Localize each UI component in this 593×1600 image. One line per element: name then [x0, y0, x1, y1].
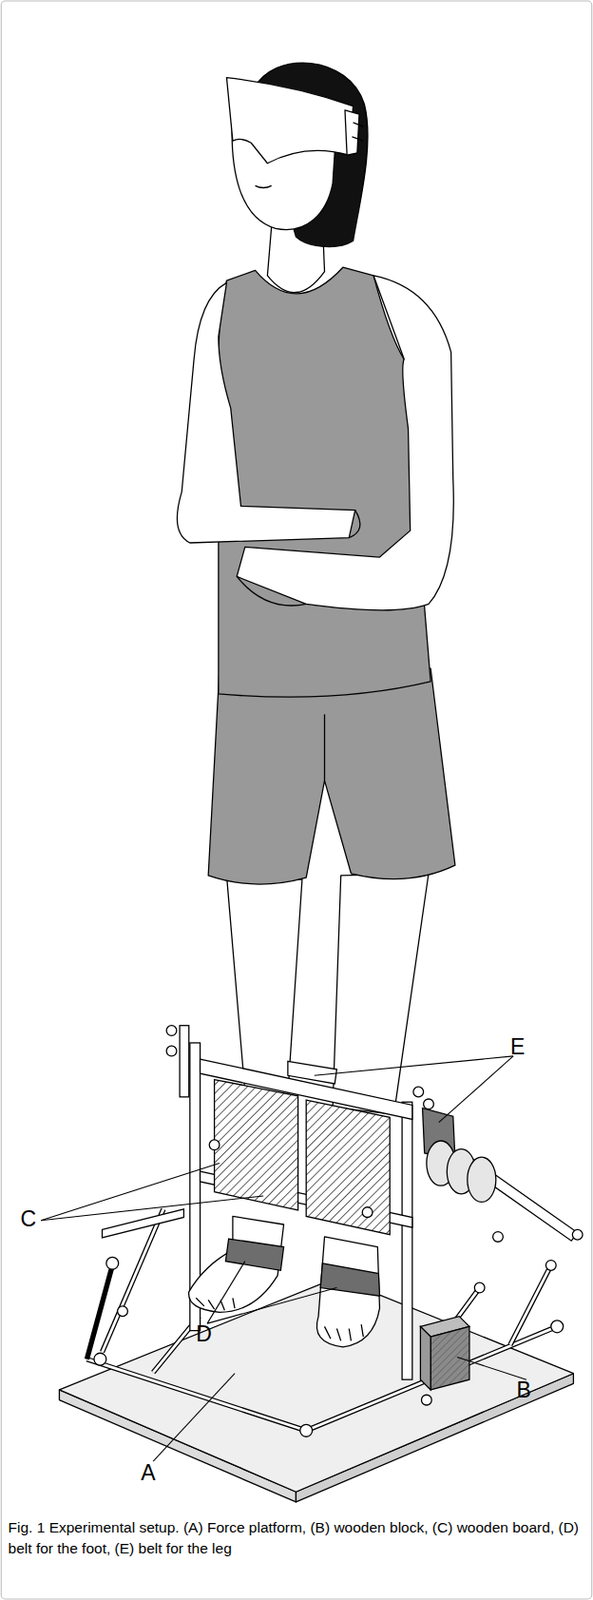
knob [117, 1305, 129, 1317]
force-platform [58, 1277, 574, 1492]
knob [493, 1231, 504, 1243]
feet [189, 1215, 285, 1312]
leader-line [457, 1357, 527, 1380]
arm [236, 275, 454, 611]
frame [401, 1101, 413, 1379]
part-letter: B [516, 1378, 531, 1401]
frame [102, 1208, 200, 1373]
knob [413, 1086, 424, 1097]
leader-line [314, 1055, 514, 1075]
wooden-block [430, 1325, 470, 1390]
part-letter: C [19, 1207, 37, 1230]
knob [362, 1206, 373, 1218]
shorts-seam [324, 713, 326, 781]
knob [474, 1281, 485, 1293]
frame [102, 1208, 185, 1238]
part-letter: E [510, 1035, 525, 1058]
feet [195, 1297, 235, 1310]
foot-belt [225, 1238, 284, 1270]
leader-line [439, 1055, 514, 1123]
right-leg [332, 873, 429, 1114]
feet [189, 1215, 381, 1346]
frame [86, 1208, 199, 1373]
arm [176, 282, 355, 543]
knob [94, 1025, 583, 1437]
foot-belt [225, 1238, 380, 1296]
leader-line [153, 1373, 235, 1461]
mouth [255, 185, 272, 188]
roller [458, 1152, 578, 1241]
foot-belt [320, 1262, 380, 1296]
roller [426, 1140, 578, 1241]
wooden-block [420, 1325, 431, 1390]
knob [572, 1228, 583, 1240]
knob [300, 1423, 313, 1436]
blindfold-knot [351, 122, 364, 141]
feet [316, 1236, 380, 1347]
knob [551, 1319, 564, 1333]
figure-caption: Fig. 1 Experimental setup. (A) Force pla… [8, 1516, 581, 1560]
knob [209, 1139, 220, 1150]
leg-belt [287, 1060, 456, 1159]
blindfold [226, 77, 353, 164]
part-letter: D [195, 1322, 212, 1345]
leader-line [207, 1287, 337, 1324]
knob [106, 1256, 119, 1269]
knob [166, 1045, 177, 1056]
feet [325, 1323, 364, 1340]
frame [86, 1325, 557, 1430]
frame [86, 1025, 557, 1431]
hand [236, 575, 307, 606]
leader-line [40, 1055, 527, 1461]
wooden-board [214, 1079, 391, 1235]
leader-line [40, 1195, 264, 1221]
knob [423, 1098, 435, 1110]
part-letter: A [140, 1461, 155, 1484]
blindfold-knot [344, 110, 360, 155]
leg-belt [287, 1060, 338, 1084]
roller [467, 1156, 497, 1202]
shorts [208, 668, 456, 884]
leader-line [40, 1163, 220, 1221]
knob [545, 1260, 556, 1271]
person [176, 62, 455, 1114]
force-platform [58, 1277, 574, 1502]
frame [86, 1325, 557, 1430]
wooden-board [306, 1099, 390, 1235]
wooden-block [420, 1316, 470, 1390]
knob [420, 1394, 432, 1405]
wooden-board [214, 1079, 299, 1210]
frame [179, 1025, 190, 1097]
hand [348, 510, 361, 538]
knob [166, 1025, 177, 1036]
knob [94, 1352, 107, 1365]
